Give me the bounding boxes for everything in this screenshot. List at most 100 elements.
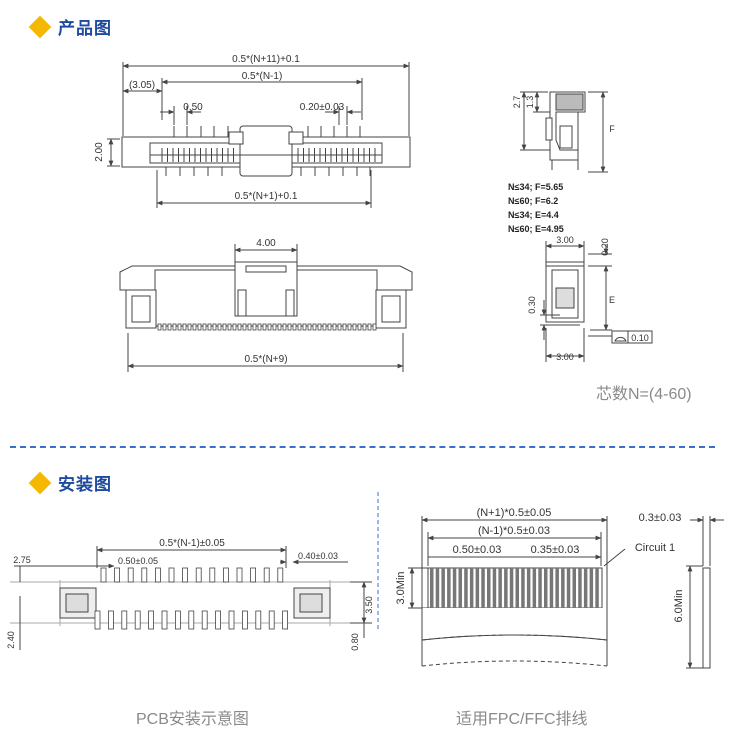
pad-top xyxy=(141,567,148,583)
note-line: N≤34; E=4.4 xyxy=(508,210,559,220)
pin-foot xyxy=(327,323,332,331)
pin-foot xyxy=(282,323,287,331)
pad-top xyxy=(222,567,229,583)
pad-bottom xyxy=(94,610,101,630)
dim-2-40-label: 2.40 xyxy=(6,631,16,649)
dim-span-label: 0.5*(N-1) xyxy=(242,71,283,82)
dim-pitch-label: 0.50±0.03 xyxy=(453,544,502,556)
dim-top-label: 4.00 xyxy=(256,238,276,249)
conductor-stripe xyxy=(595,568,599,608)
pad-bottom xyxy=(215,610,222,630)
pad-top xyxy=(250,567,257,583)
pin-foot xyxy=(372,323,377,331)
pcb-labels: 0.5*(N-1)±0.05 0.50±0.05 0.40±0.03 2.75 … xyxy=(6,538,374,651)
pad-top xyxy=(168,567,175,583)
pin-foot xyxy=(337,323,342,331)
pad-bottom xyxy=(188,610,195,630)
pin-foot xyxy=(202,323,207,331)
pcb-pads xyxy=(94,567,289,630)
conductor-stripe xyxy=(498,568,502,608)
dim-e-label: E xyxy=(609,295,615,305)
pin-foot xyxy=(212,323,217,331)
dim-width-label: 0.35±0.03 xyxy=(531,544,580,556)
dim-total-label: (N+1)*0.5±0.05 xyxy=(477,507,552,519)
pin-foot xyxy=(197,323,202,331)
dim-span-label: (N-1)*0.5±0.03 xyxy=(478,525,550,537)
dim-span-label: 0.5*(N-1)±0.05 xyxy=(159,538,225,549)
pin-foot xyxy=(272,323,277,331)
conductor-stripe xyxy=(572,568,576,608)
pad-bottom xyxy=(282,610,289,630)
pin-foot xyxy=(347,323,352,331)
front-view-pins xyxy=(157,323,377,331)
dim-bottom-label: 0.5*(N+1)+0.1 xyxy=(235,191,298,202)
dim-total-label: 0.5*(N+11)+0.1 xyxy=(232,54,300,65)
dim-3min-label: 3.0Min xyxy=(395,571,407,604)
cable-labels: (N+1)*0.5±0.05 (N-1)*0.5±0.03 0.50±0.03 … xyxy=(395,507,685,623)
conductor-stripe xyxy=(515,568,519,608)
pad-top xyxy=(236,567,243,583)
conductor-stripe xyxy=(435,568,440,608)
pad-top xyxy=(127,567,134,583)
pin-foot xyxy=(332,323,337,331)
section-title-product: 产品图 xyxy=(58,19,112,39)
pad-bottom xyxy=(121,610,128,630)
side-view-lower xyxy=(540,241,653,362)
pin-foot xyxy=(217,323,222,331)
conductor-stripe xyxy=(566,568,571,608)
side-view-lower-labels: 3.00 0.20 0.30 E 3.00 0.10 xyxy=(527,235,649,362)
pin-foot xyxy=(292,323,297,331)
pin-foot xyxy=(187,323,192,331)
dim-1-3-label: 1.3 xyxy=(525,96,535,109)
conductor-stripe xyxy=(475,568,480,608)
conductor-stripe xyxy=(441,568,445,608)
section-title-install: 安装图 xyxy=(58,475,112,495)
conductor-stripe xyxy=(469,568,474,608)
section-product-header: 产品图 xyxy=(28,14,112,39)
pin-foot xyxy=(257,323,262,331)
conductor-stripe xyxy=(487,568,491,608)
pad-bottom xyxy=(161,610,168,630)
pad-top xyxy=(277,567,284,583)
pin-foot xyxy=(297,323,302,331)
conductor-stripe xyxy=(526,568,531,608)
pin-foot xyxy=(267,323,272,331)
dim-pitch-label: 0.50±0.05 xyxy=(118,556,158,566)
dim-f-label: F xyxy=(609,124,615,134)
pad-top xyxy=(182,567,189,583)
side-view-upper-labels: 2.7 1.3 F xyxy=(512,96,615,134)
pad-top xyxy=(114,567,120,583)
pin-foot xyxy=(207,323,212,331)
pin-foot xyxy=(317,323,322,331)
conductor-stripe xyxy=(555,568,559,608)
dim-2-7-label: 2.7 xyxy=(512,96,522,109)
product-top-dim-labels: 0.5*(N+11)+0.1 0.5*(N-1) (3.05) 0.50 0.2… xyxy=(94,54,345,202)
dim-2-75-label: 2.75 xyxy=(13,555,31,565)
pad-bottom xyxy=(134,610,141,630)
pin-foot xyxy=(157,323,162,331)
dim-height-label: 2.00 xyxy=(94,142,105,162)
pin-foot xyxy=(232,323,237,331)
conductor-stripe xyxy=(447,568,451,608)
conductor-stripe xyxy=(481,568,485,608)
pad-bottom xyxy=(148,610,155,630)
cable-conductors xyxy=(430,568,599,608)
pad-top xyxy=(154,567,161,583)
note-line: N≤60; E=4.95 xyxy=(508,224,564,234)
pin-foot xyxy=(247,323,252,331)
pin-foot xyxy=(367,323,372,331)
product-front-dim-labels: 4.00 0.5*(N+9) xyxy=(244,238,287,365)
pin-foot xyxy=(277,323,282,331)
flatness-label: 0.10 xyxy=(631,333,649,343)
section-divider xyxy=(10,446,715,448)
pad-top xyxy=(209,567,216,583)
dim-offset-label: (3.05) xyxy=(129,80,155,91)
dim-6min-label: 6.0Min xyxy=(673,589,685,622)
dim-pitch-label: 0.50 xyxy=(183,102,203,113)
pin-foot xyxy=(262,323,267,331)
conductor-stripe xyxy=(521,568,525,608)
pin-foot xyxy=(252,323,257,331)
conductor-stripe xyxy=(544,568,548,608)
conductor-stripe xyxy=(464,568,468,608)
section-install-header: 安装图 xyxy=(28,470,112,495)
